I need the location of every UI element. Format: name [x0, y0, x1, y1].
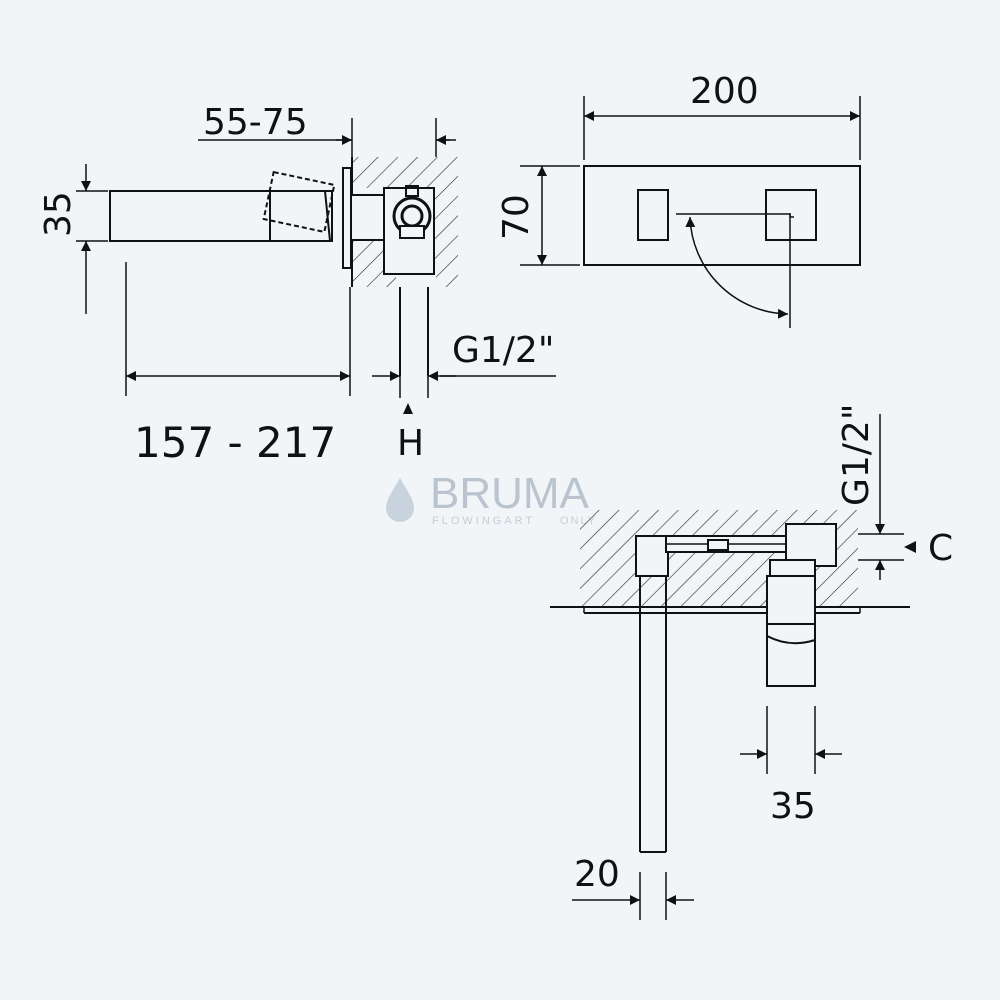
marker-h: H — [397, 423, 424, 464]
h-marker-icon — [403, 403, 413, 414]
watermark-tagline: FLOWINGART — [432, 515, 535, 527]
dim-inlet-top: G1/2" — [836, 404, 877, 506]
dim-spout-width: 20 — [574, 854, 620, 895]
handle-front — [765, 189, 817, 241]
wall-plate — [342, 167, 352, 269]
dim-spout-length: 157 - 217 — [134, 418, 336, 467]
top-view — [550, 414, 910, 920]
handle-body — [269, 190, 333, 242]
dim-plate-width: 200 — [690, 71, 759, 112]
watermark-brand: BRUMA — [430, 469, 590, 518]
water-drop-icon — [386, 478, 414, 522]
rotation-arc — [685, 216, 789, 319]
handle-dashed-outline — [262, 170, 336, 234]
dim-plate-height: 70 — [496, 194, 537, 240]
dim-inlet-side: G1/2" — [452, 330, 554, 371]
spout-body — [109, 190, 333, 242]
side-view — [76, 118, 556, 398]
dim-handle-width: 35 — [770, 786, 816, 827]
valve-body — [350, 194, 386, 241]
spout-mount — [635, 535, 669, 577]
spout-outlet — [637, 189, 669, 241]
dim-spout-height: 35 — [38, 191, 79, 237]
c-marker-icon — [904, 541, 916, 553]
marker-c: C — [928, 528, 953, 569]
wall-section-top — [550, 510, 910, 614]
dim-wall-depth: 55-75 — [203, 102, 308, 143]
cover-plate — [583, 165, 861, 266]
front-view — [520, 96, 861, 328]
watermark: BRUMA FLOWINGART ONLY — [386, 469, 595, 527]
